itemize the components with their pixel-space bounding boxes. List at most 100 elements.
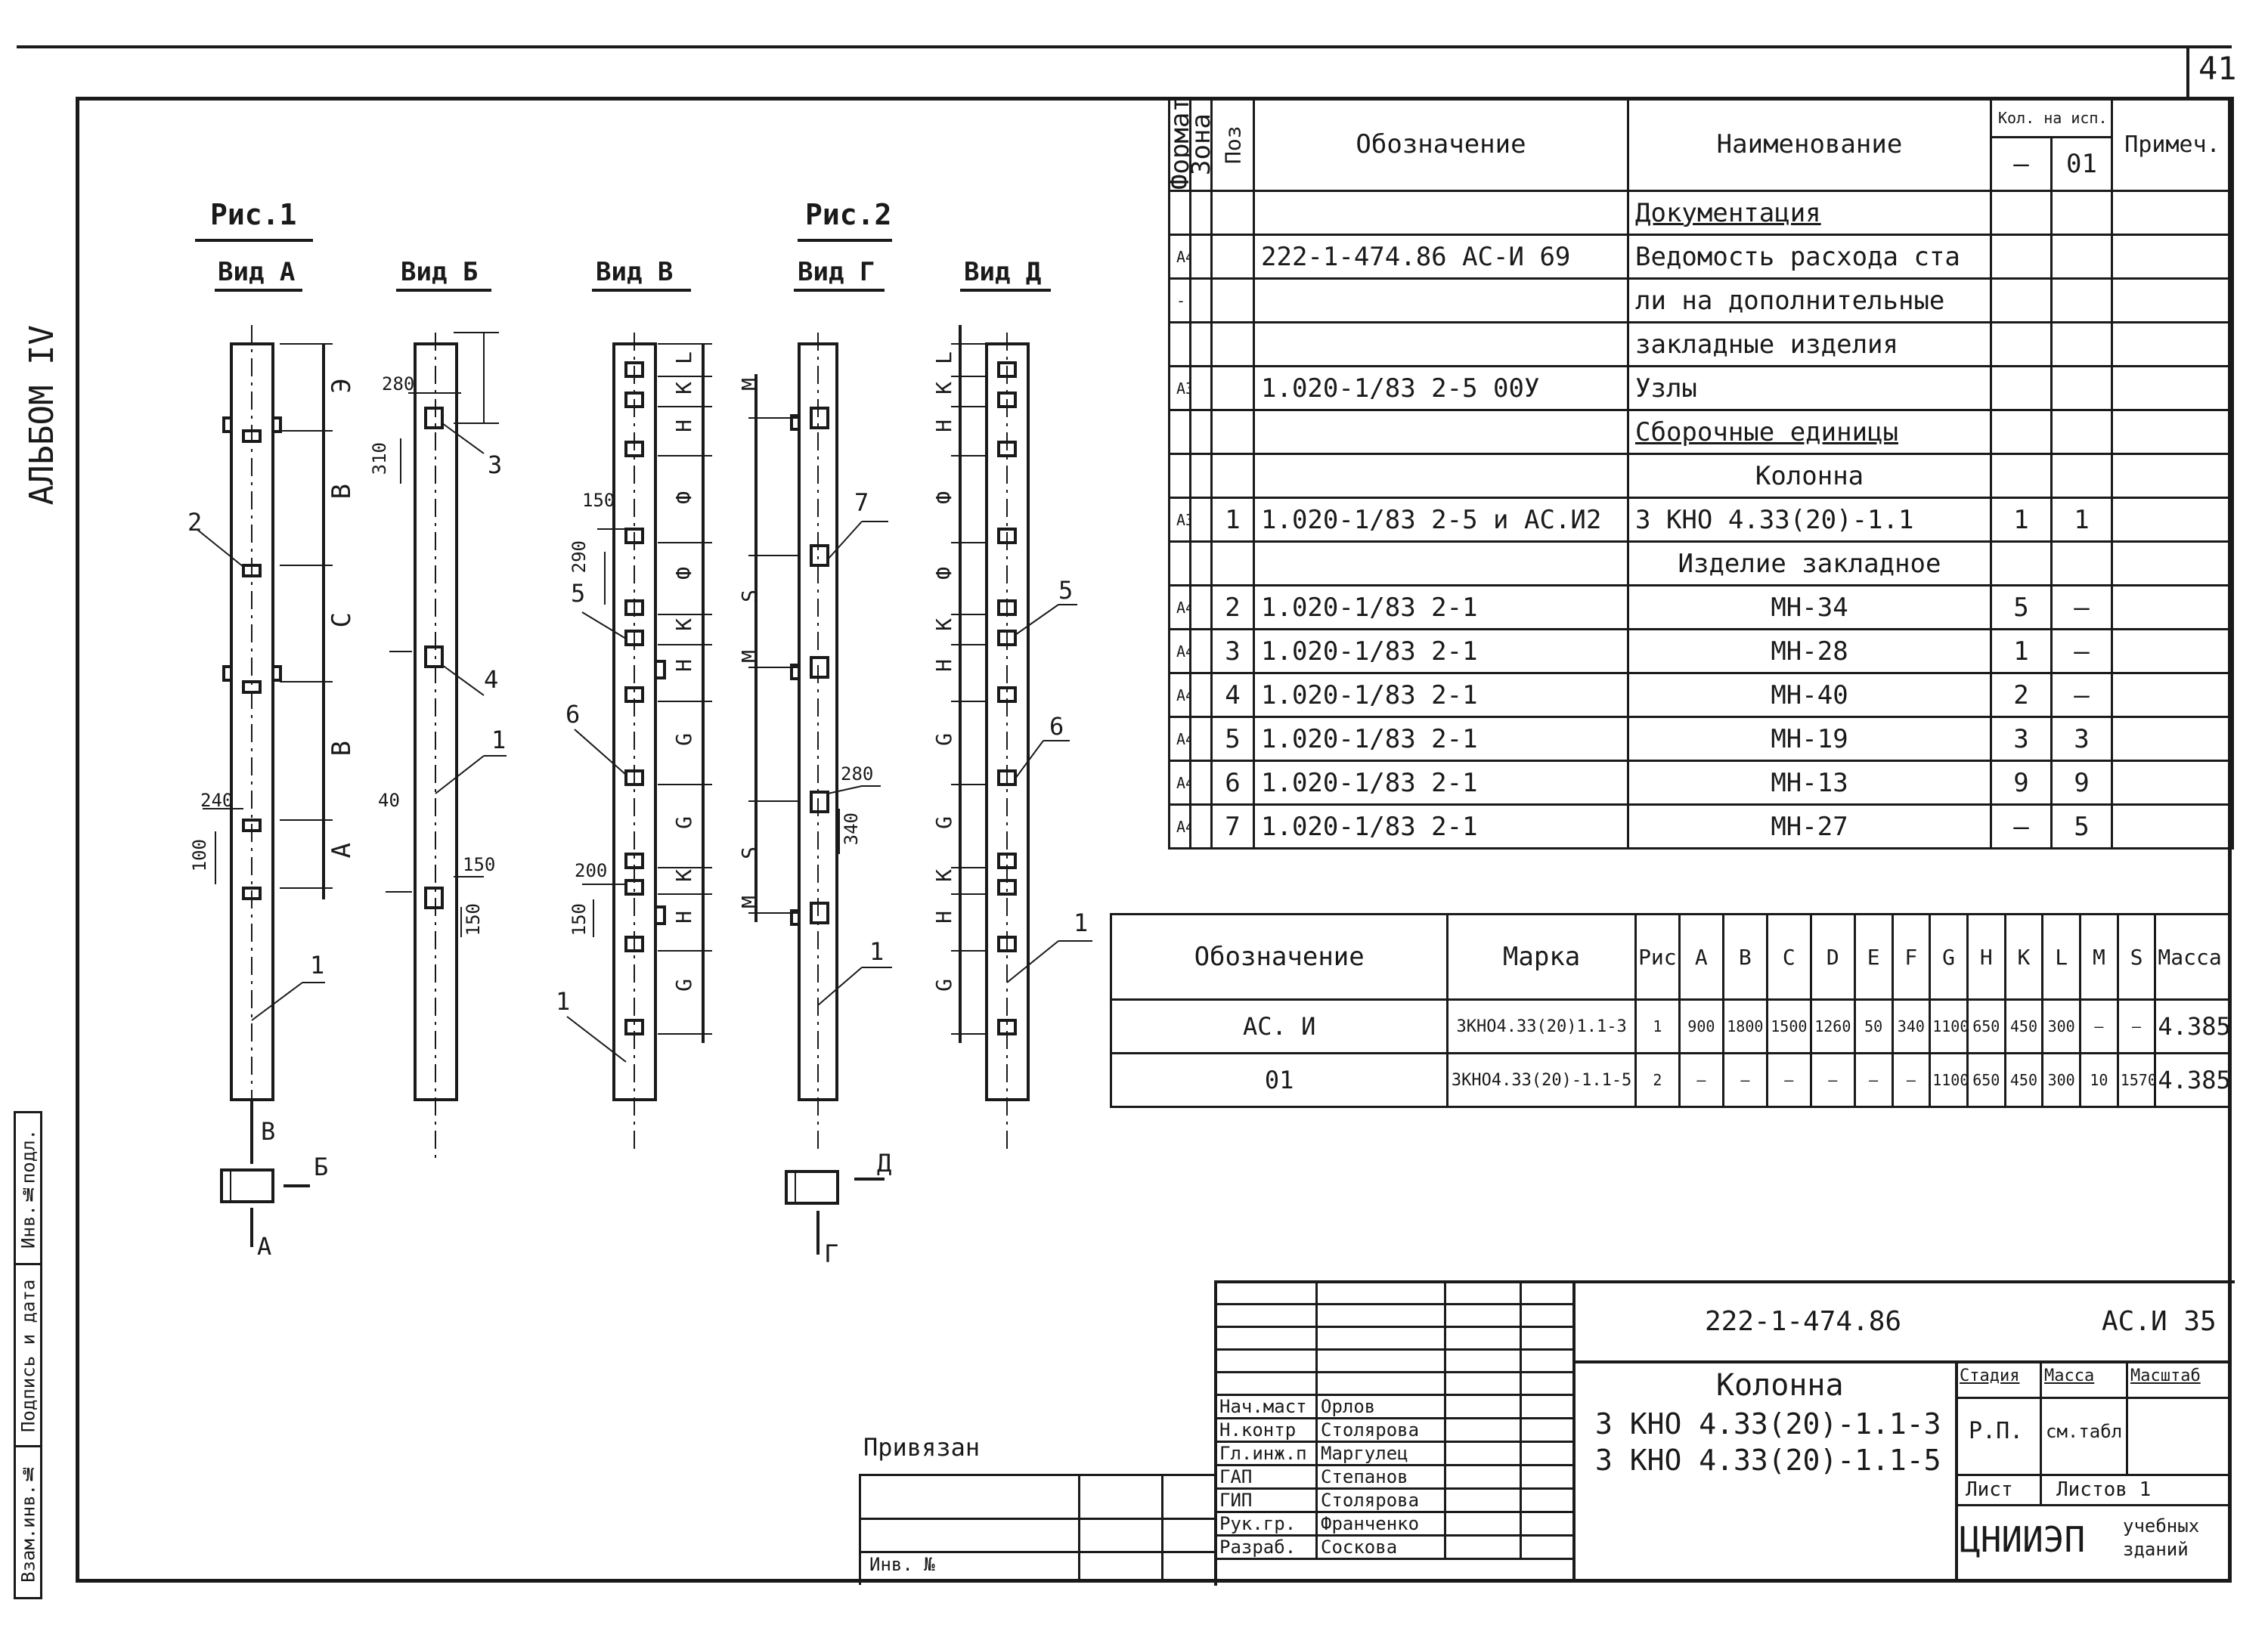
- signer-date: [1520, 1417, 1575, 1443]
- marks-header-cell: A: [1678, 913, 1724, 1001]
- spec-cell-q1: [1990, 453, 2053, 499]
- column-views-drawing: [195, 239, 1092, 1255]
- doc-title: Колонна: [1716, 1368, 1844, 1403]
- specification-table: Формат Зона Поз Обозначение Наименование…: [1168, 96, 2234, 850]
- divider: [2040, 1474, 2042, 1504]
- spec-cell-name: МН-34: [1627, 584, 1992, 630]
- spec-cell-empty: [1189, 628, 1213, 674]
- bound-grid-line: [1161, 1474, 1163, 1583]
- spec-row: Колонна: [1168, 453, 2234, 499]
- arrow-label-a: А: [257, 1232, 272, 1261]
- arrow-label-g: Г: [824, 1240, 839, 1268]
- spec-cell-empty: [1189, 803, 1213, 850]
- signer-sig: [1444, 1464, 1522, 1490]
- zone-v-7: H: [671, 659, 696, 672]
- dim-g-280: 280: [841, 763, 874, 785]
- marks-cell: 1100: [1929, 1052, 1969, 1108]
- zone-g-2: S: [737, 590, 762, 602]
- fig1-label: Рис.1: [210, 198, 297, 231]
- spec-cell-empty: [2111, 584, 2234, 630]
- zone-v-6: K: [671, 618, 696, 631]
- marks-cell: 1260: [1809, 998, 1856, 1054]
- bound-label: Привязан: [863, 1433, 981, 1462]
- spec-cell-pos: 1: [1210, 497, 1255, 543]
- divider: [1955, 1504, 2232, 1506]
- fig2-label: Рис.2: [805, 198, 892, 231]
- marks-cell: 300: [2041, 998, 2082, 1054]
- arrow-label-d: Д: [877, 1149, 892, 1178]
- org-name-2: учебных зданий: [2123, 1515, 2200, 1561]
- spec-row: А441.020-1/83 2-1МН-402—: [1168, 672, 2234, 718]
- dim-v-290: 290: [569, 540, 590, 574]
- spec-cell-designation: 222-1-474.86 АС-И 69: [1253, 234, 1629, 280]
- spec-cell-q2: [2050, 365, 2113, 411]
- marks-header-cell: Масса т: [2154, 913, 2232, 1001]
- spec-cell-name: Колонна: [1627, 453, 1992, 499]
- spec-cell-name: Документация: [1627, 190, 1992, 236]
- spec-cell-pos: 2: [1210, 584, 1255, 630]
- divider: [1572, 1360, 2232, 1363]
- marks-cell: 450: [2003, 998, 2044, 1054]
- sheet-header: Лист: [1966, 1478, 2013, 1501]
- spec-row: Изделие закладное: [1168, 540, 2234, 587]
- header-designation: Обозначение: [1253, 97, 1629, 192]
- spec-cell-q2: [2050, 453, 2113, 499]
- spec-cell-q2: [2050, 190, 2113, 236]
- divider: [2040, 1360, 2042, 1474]
- doc-code: 222-1-474.86: [1705, 1306, 1902, 1337]
- spec-row: А421.020-1/83 2-1МН-345—: [1168, 584, 2234, 630]
- bound-grid-line: [859, 1518, 1214, 1520]
- signer-name: Столярова: [1315, 1487, 1446, 1513]
- callout-7: 7: [854, 488, 869, 517]
- spec-cell-q1: [1990, 277, 2053, 323]
- spec-cell-designation: 1.020-1/83 2-1: [1253, 716, 1629, 762]
- zone-d-10: K: [931, 869, 956, 882]
- marks-cell: 1: [1634, 998, 1681, 1054]
- spec-cell-q2: 1: [2050, 497, 2113, 543]
- spec-cell-empty: [2111, 497, 2234, 543]
- signer-sig: [1444, 1511, 1522, 1537]
- marks-cell: 650: [1966, 1052, 2006, 1108]
- zone-a-4: В: [327, 741, 357, 757]
- marks-cell: —: [2079, 998, 2119, 1054]
- marks-cell: 900: [1678, 998, 1724, 1054]
- spec-cell-format: А3: [1168, 497, 1191, 543]
- page-number-box: [2186, 45, 2235, 97]
- dim-a-240: 240: [200, 790, 234, 811]
- spec-cell-pos: [1210, 190, 1255, 236]
- spec-cell-designation: 1.020-1/83 2-1: [1253, 584, 1629, 630]
- callout-4: 4: [484, 665, 499, 694]
- zone-v-10: K: [671, 869, 696, 882]
- zone-g-1: M: [737, 378, 762, 391]
- spec-cell-q1: [1990, 234, 2053, 280]
- zone-d-11: H: [931, 911, 956, 924]
- spec-cell-q1: 9: [1990, 760, 2053, 806]
- stamp-vzam-inv: Взам.инв.№: [14, 1446, 42, 1599]
- spec-cell-name: закладные изделия: [1627, 321, 1992, 367]
- marks-header-cell: B: [1721, 913, 1768, 1001]
- spec-cell-name: МН-27: [1627, 803, 1992, 850]
- zone-a-2: В: [327, 484, 357, 500]
- marks-cell: 1570: [2116, 1052, 2157, 1108]
- scale-header: Масштаб: [2130, 1366, 2201, 1385]
- signer-name: Франченко: [1315, 1511, 1446, 1537]
- doc-subtitle-2: 3 КНО 4.33(20)-1.1-5: [1595, 1444, 1941, 1477]
- marks-header-cell: M: [2079, 913, 2119, 1001]
- signer-date: [1520, 1441, 1575, 1466]
- zone-v-9: G: [671, 816, 696, 829]
- zone-v-11: H: [671, 911, 696, 924]
- dim-a-100: 100: [189, 839, 210, 872]
- spec-cell-pos: [1210, 540, 1255, 587]
- marks-header-cell: Обозначение: [1109, 913, 1449, 1001]
- spec-cell-empty: [1189, 584, 1213, 630]
- spec-cell-empty: [2111, 628, 2234, 674]
- org-name: ЦНИИЭП: [1960, 1519, 2086, 1560]
- spec-cell-pos: 7: [1210, 803, 1255, 850]
